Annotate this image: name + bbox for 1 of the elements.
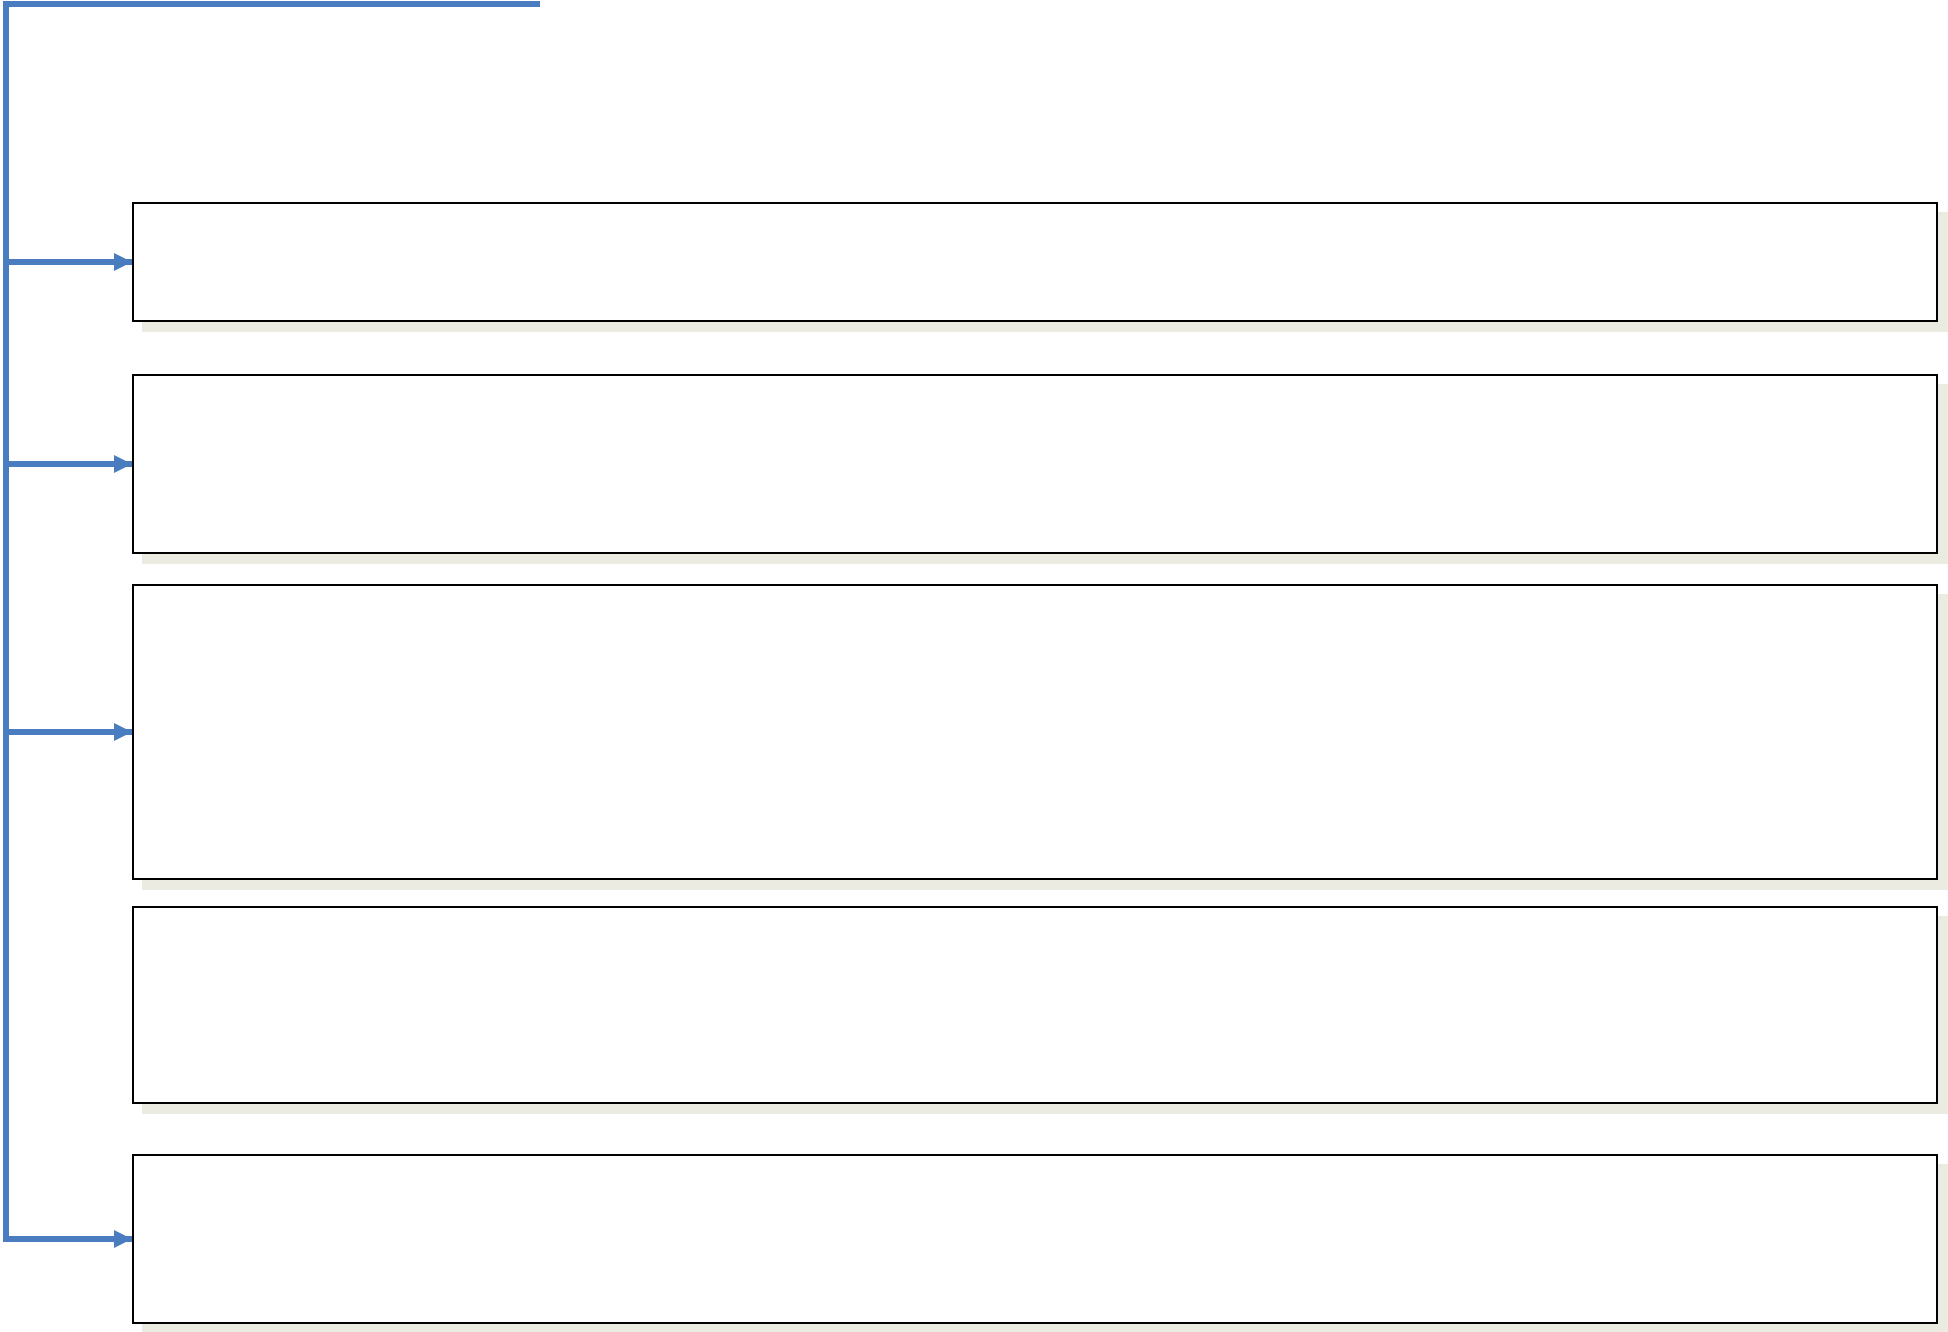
arrow [3, 1, 540, 1248]
